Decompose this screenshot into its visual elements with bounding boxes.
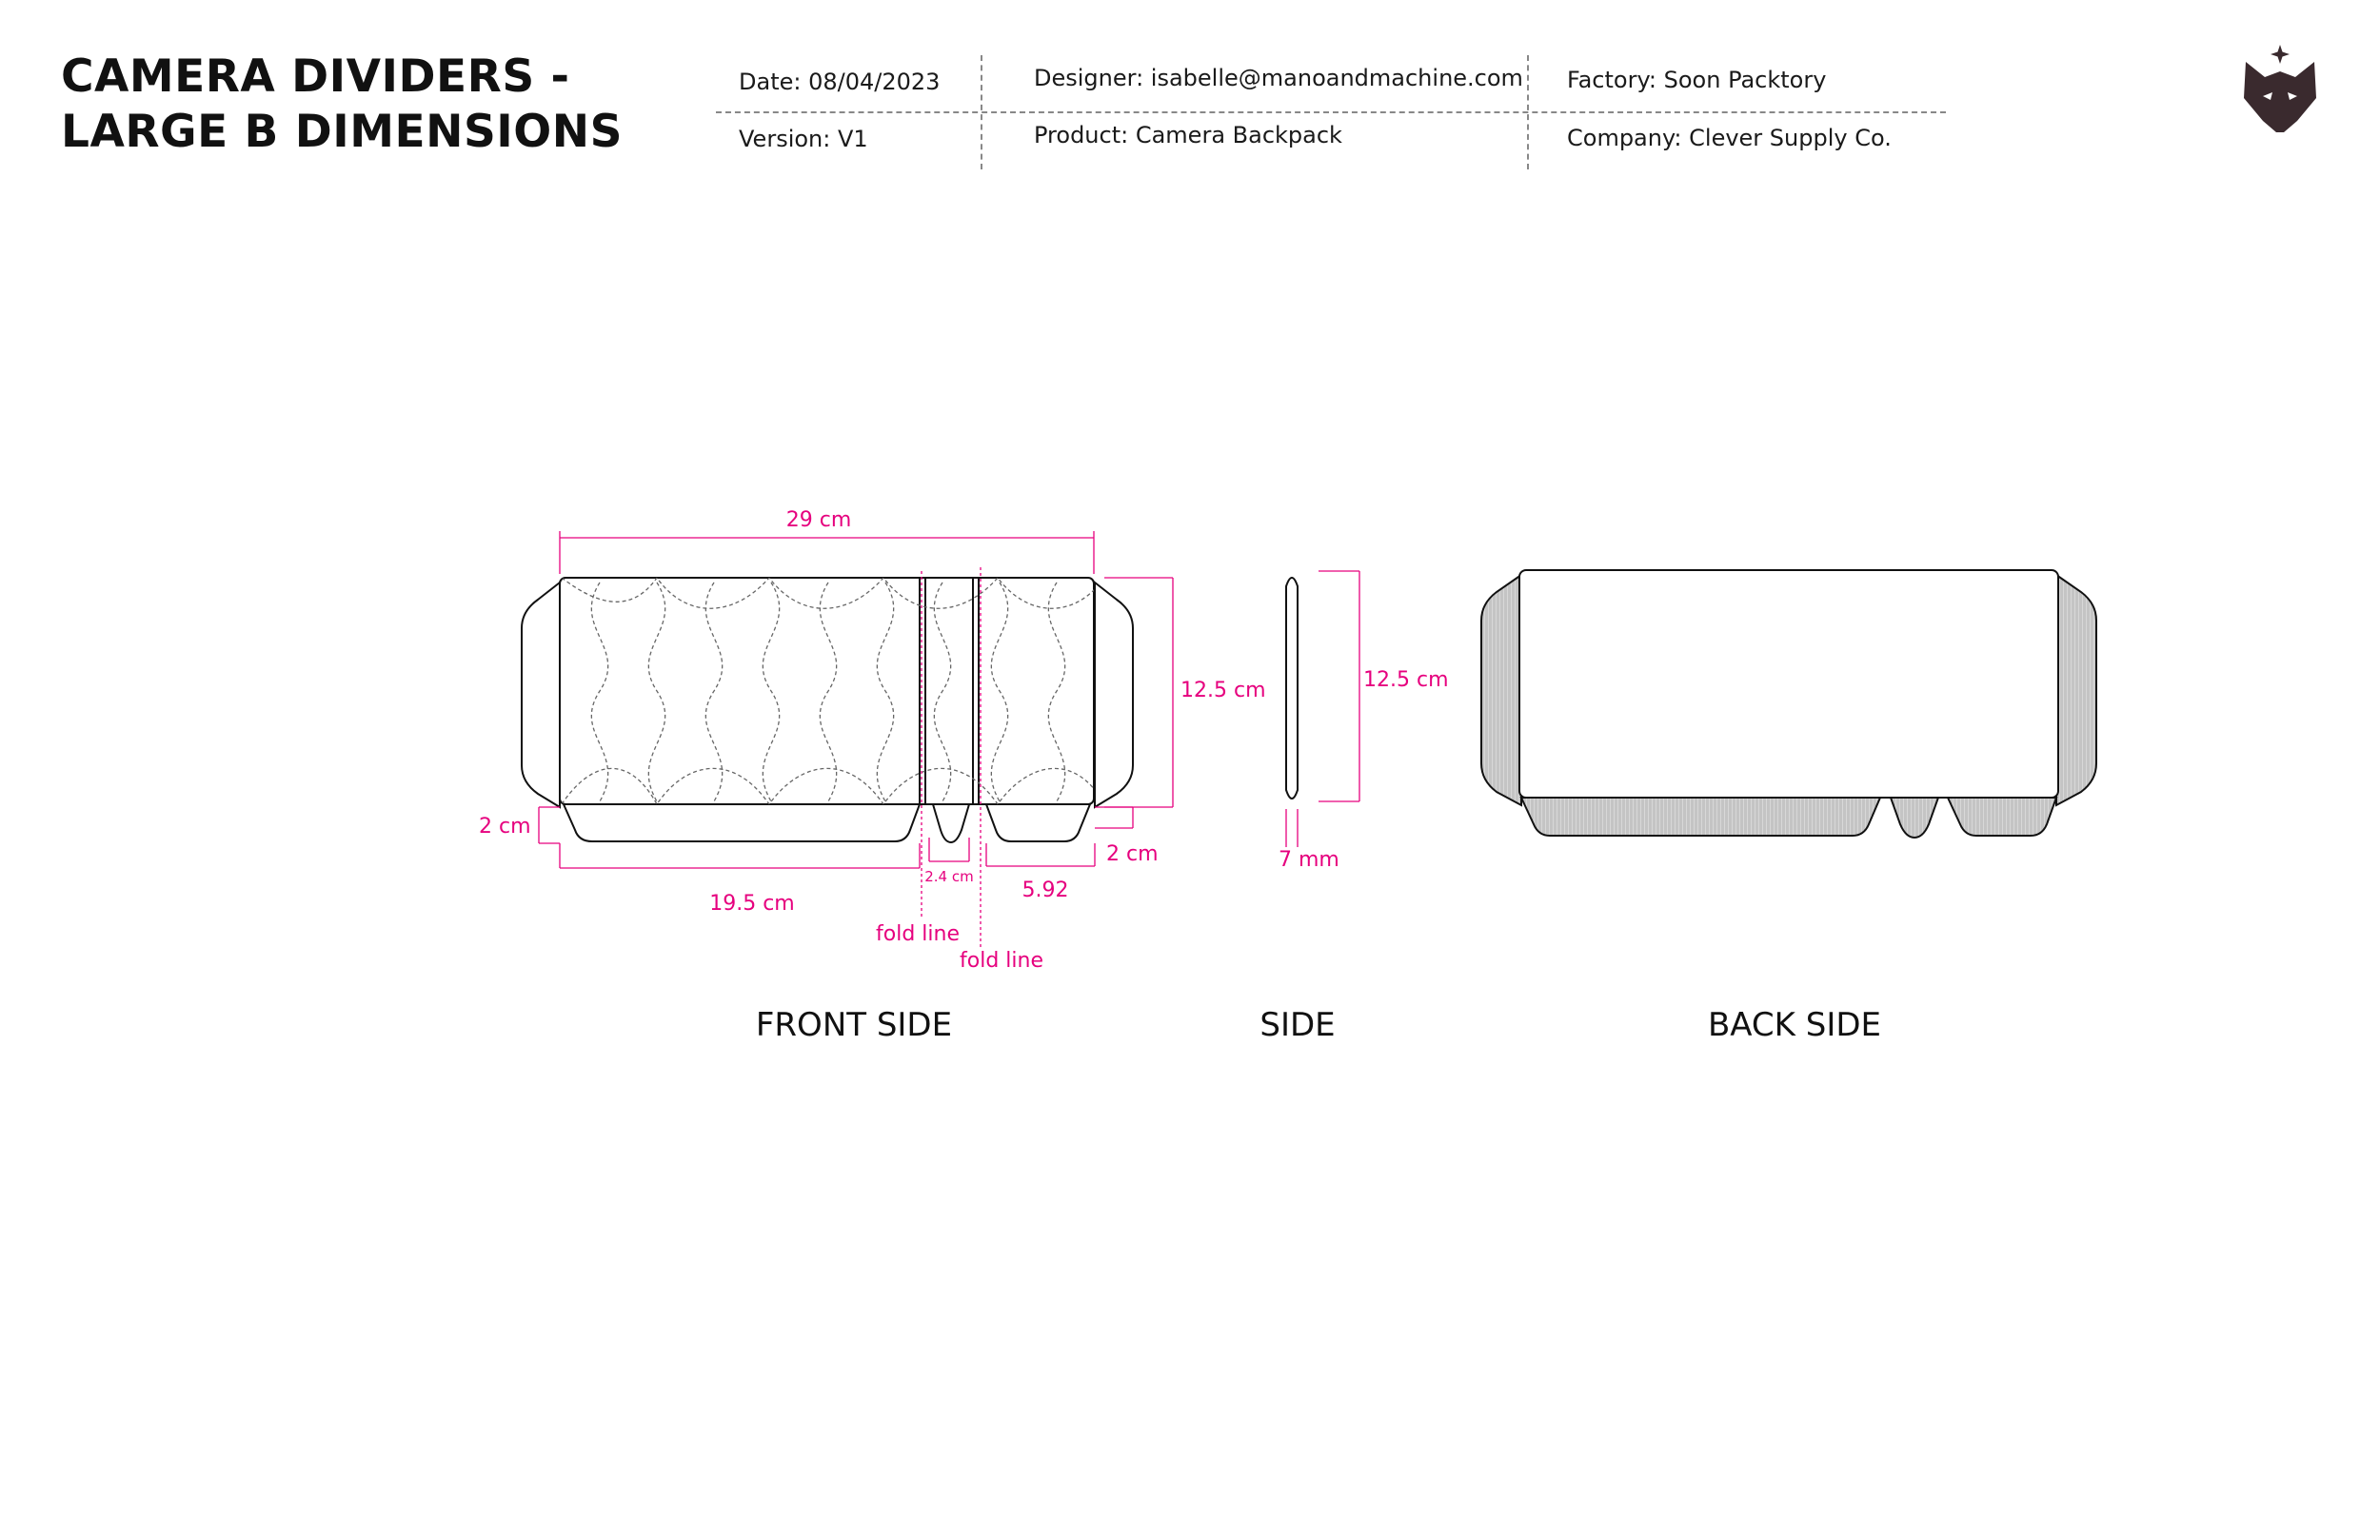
side-view: [1285, 577, 1299, 800]
title-line-2: LARGE B DIMENSIONS: [61, 106, 623, 158]
dim-thickness: 7 mm: [1279, 848, 1339, 872]
factory-field: Factory: Soon Packtory: [1567, 67, 1827, 93]
dim-flap-left: 2 cm: [479, 815, 531, 839]
back-main-panel: [1518, 569, 2059, 799]
dim-height-front: 12.5 cm: [1180, 679, 1266, 702]
designer-field: Designer: isabelle@manoandmachine.com: [1034, 65, 1523, 91]
back-left-flap: [1480, 573, 1522, 807]
back-bottom-tab-right: [1946, 797, 2058, 837]
fold-line-label-1: fold line: [876, 922, 960, 946]
dim-gap-middle: 2.4 cm: [924, 868, 973, 885]
back-side-view: [1480, 569, 2097, 839]
title-line-1: CAMERA DIVIDERS -: [61, 50, 570, 103]
front-bottom-tab-middle: [931, 803, 971, 844]
front-bottom-tab-right: [984, 803, 1092, 842]
dim-flap-right: 2 cm: [1106, 842, 1159, 866]
quilted-stitching: [561, 578, 1094, 804]
view-label-front: FRONT SIDE: [756, 1006, 952, 1044]
side-dimension-lines: [1285, 570, 1360, 847]
back-bottom-tab-left: [1519, 797, 1882, 837]
front-right-flap: [1094, 580, 1134, 809]
version-field: Version: V1: [739, 126, 868, 152]
header-divider-1: [981, 55, 982, 169]
header-divider-2: [1527, 55, 1529, 169]
dim-width-total: 29 cm: [786, 508, 852, 532]
view-label-back: BACK SIDE: [1708, 1006, 1881, 1044]
page-title: CAMERA DIVIDERS - LARGE B DIMENSIONS: [61, 49, 623, 160]
front-main-panel: [559, 577, 1095, 805]
fold-guides: [921, 567, 982, 947]
company-field: Company: Clever Supply Co.: [1567, 125, 1892, 151]
front-left-flap: [521, 580, 561, 809]
back-bottom-tab-middle: [1889, 797, 1940, 839]
view-label-side: SIDE: [1259, 1006, 1335, 1044]
header-divider-horizontal: [716, 111, 1946, 113]
date-field: Date: 08/04/2023: [739, 69, 941, 95]
back-right-flap: [2055, 573, 2097, 807]
fox-head-star-icon: [2244, 45, 2316, 132]
dim-panel-left: 19.5 cm: [709, 892, 795, 916]
front-side-view: [521, 577, 1134, 844]
dim-panel-right: 5.92: [1022, 879, 1069, 902]
product-field: Product: Camera Backpack: [1034, 122, 1342, 148]
front-bottom-tab-left: [562, 803, 922, 842]
dim-height-side: 12.5 cm: [1363, 668, 1449, 692]
front-dimension-lines: [538, 531, 1174, 869]
fold-line-label-2: fold line: [960, 949, 1043, 973]
